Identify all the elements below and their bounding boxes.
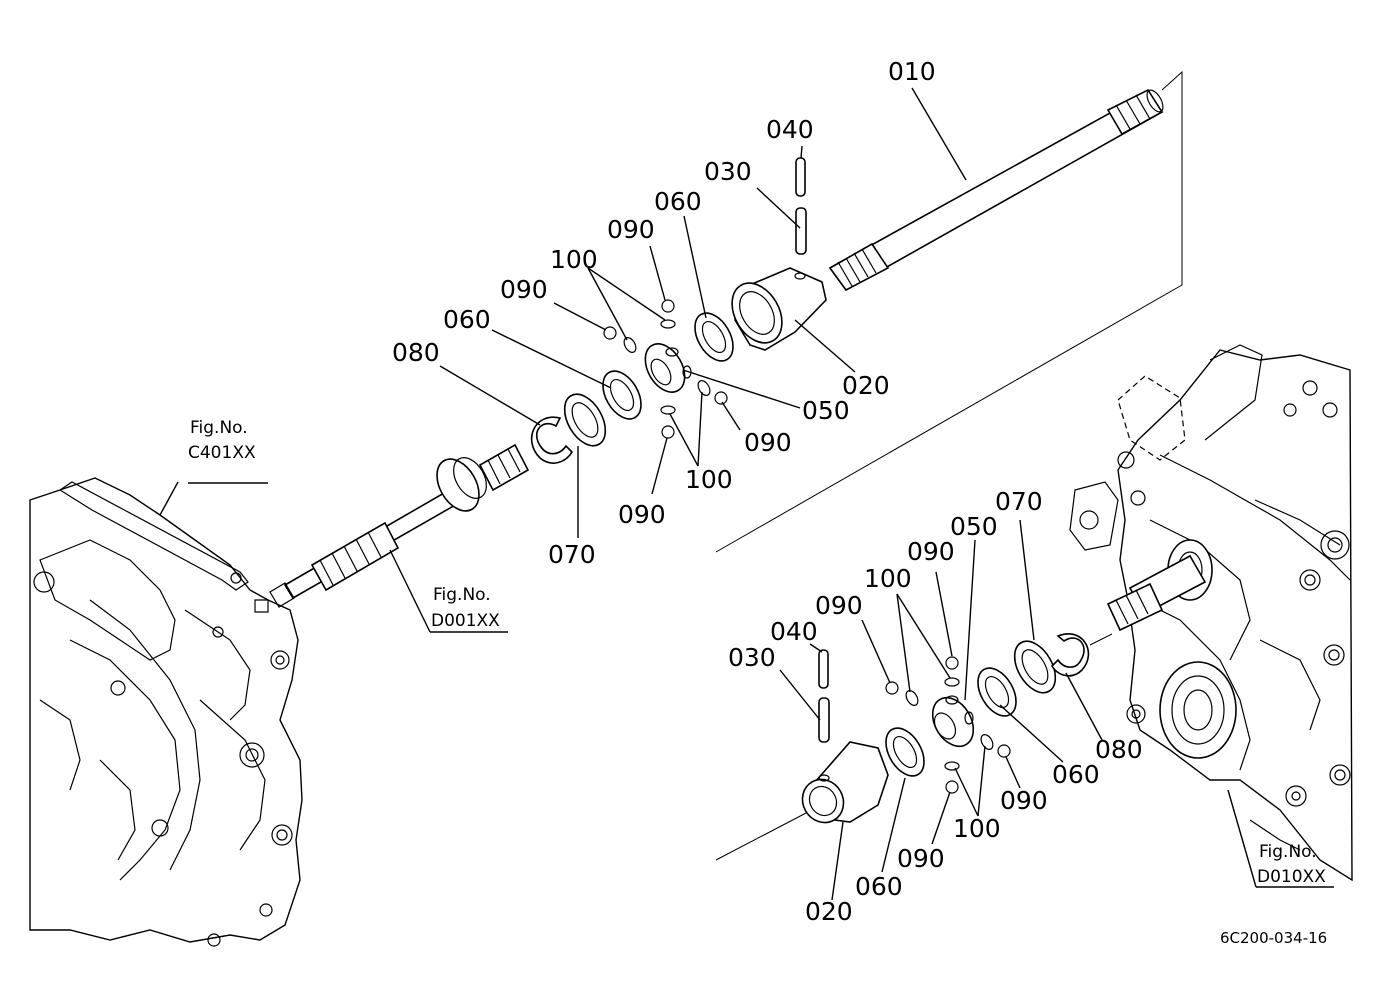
callout-060: 060 bbox=[1052, 760, 1100, 789]
callout-050: 050 bbox=[950, 512, 998, 541]
fig-ref-right-label: Fig.No. bbox=[1259, 842, 1317, 862]
callout-060: 060 bbox=[443, 305, 491, 334]
callout-010: 010 bbox=[888, 57, 936, 86]
callout-090: 090 bbox=[907, 537, 955, 566]
left-housing bbox=[29, 477, 303, 947]
callout-040: 040 bbox=[770, 617, 818, 646]
top-assembly bbox=[530, 70, 1183, 553]
callout-020: 020 bbox=[805, 897, 853, 926]
fig-ref-center-label: Fig.No. bbox=[433, 585, 491, 605]
callout-070: 070 bbox=[995, 487, 1043, 516]
callout-100: 100 bbox=[550, 245, 598, 274]
center-shaft bbox=[269, 443, 530, 608]
callout-090: 090 bbox=[607, 215, 655, 244]
callout-100: 100 bbox=[685, 465, 733, 494]
callout-040: 040 bbox=[766, 115, 814, 144]
callout-090: 090 bbox=[815, 591, 863, 620]
figure-references: Fig.No. C401XX Fig.No. D001XX Fig.No. D0… bbox=[188, 418, 1327, 947]
drawing-code: 6C200-034-16 bbox=[1220, 929, 1327, 947]
part-050-cross-lower bbox=[931, 695, 975, 748]
callout-080: 080 bbox=[392, 338, 440, 367]
fig-ref-left-label: Fig.No. bbox=[190, 418, 248, 438]
callout-100: 100 bbox=[953, 814, 1001, 843]
callout-070: 070 bbox=[548, 540, 596, 569]
callout-090: 090 bbox=[618, 500, 666, 529]
callout-060: 060 bbox=[654, 187, 702, 216]
callout-100: 100 bbox=[864, 564, 912, 593]
callout-labels: 010 040 030 060 090 100 090 060 080 020 … bbox=[392, 57, 1143, 926]
callout-060: 060 bbox=[855, 872, 903, 901]
callout-090: 090 bbox=[744, 428, 792, 457]
callout-090: 090 bbox=[500, 275, 548, 304]
part-050-cross bbox=[644, 343, 692, 393]
callout-050: 050 bbox=[802, 396, 850, 425]
fig-ref-right-code: D010XX bbox=[1257, 867, 1326, 887]
callout-080: 080 bbox=[1095, 735, 1143, 764]
fig-ref-left-code: C401XX bbox=[188, 443, 256, 463]
callout-090: 090 bbox=[1000, 786, 1048, 815]
callout-020: 020 bbox=[842, 371, 890, 400]
callout-030: 030 bbox=[704, 157, 752, 186]
callout-090: 090 bbox=[897, 844, 945, 873]
callout-030: 030 bbox=[728, 643, 776, 672]
leader-lines bbox=[159, 87, 1334, 901]
bottom-assembly bbox=[715, 633, 1113, 861]
fig-ref-center-code: D001XX bbox=[431, 611, 500, 631]
right-housing bbox=[1069, 344, 1353, 882]
